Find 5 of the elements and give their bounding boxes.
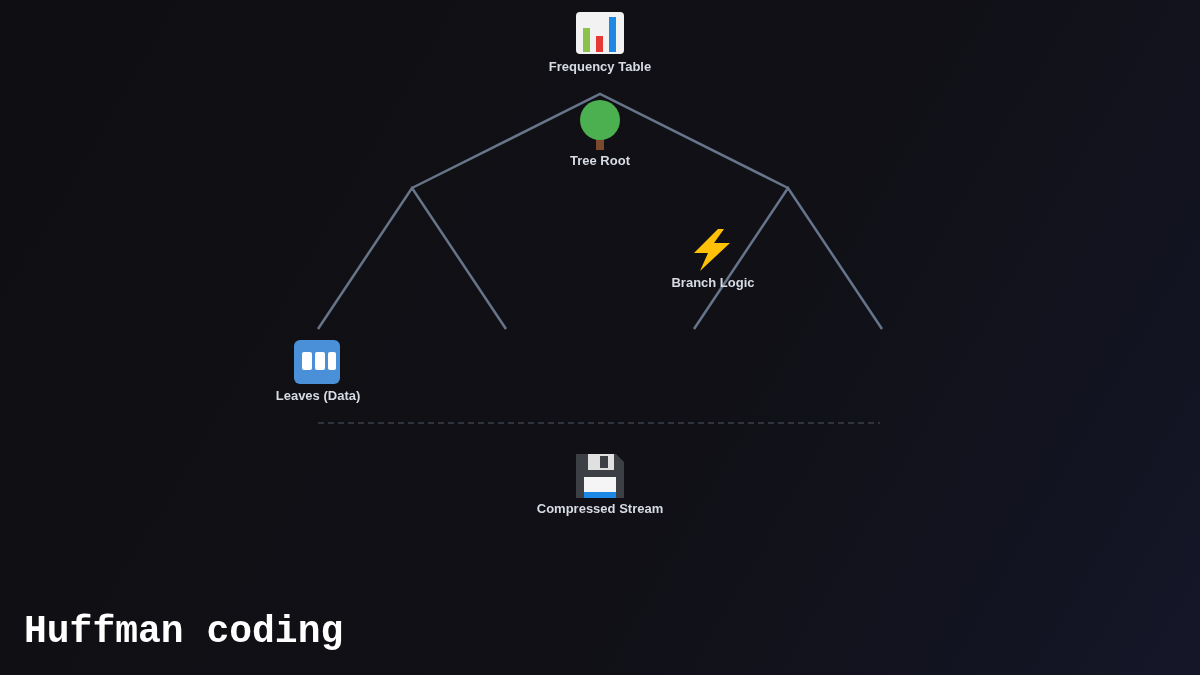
icon-caption: Leaves (Data) [275,388,361,403]
title: Huffman coding [24,610,344,653]
icon-caption: Compressed Stream [536,501,664,516]
icon-caption: Frequency Table [548,59,652,74]
icon-caption: Tree Root [570,153,630,168]
